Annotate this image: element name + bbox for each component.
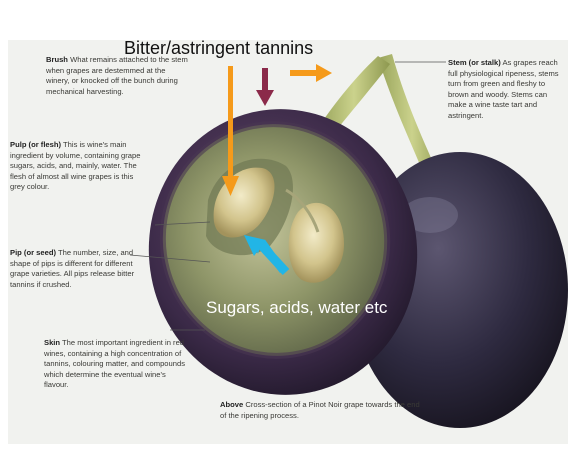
annotation-pip: Pip (or seed) The number, size, and shap… bbox=[10, 248, 135, 290]
annotation-pip-title: Pip (or seed) bbox=[10, 248, 56, 257]
annotation-pulp: Pulp (or flesh) This is wine's main ingr… bbox=[10, 140, 150, 193]
annotation-stem: Stem (or stalk) As grapes reach full phy… bbox=[448, 58, 566, 122]
annotation-skin-title: Skin bbox=[44, 338, 61, 347]
annotation-brush-text: What remains attached to the stem when g… bbox=[46, 55, 188, 96]
annotation-brush: Brush What remains attached to the stem … bbox=[46, 55, 188, 97]
annotation-skin-text: The most important ingredient in red win… bbox=[44, 338, 185, 390]
annotation-stem-text: As grapes reach full physiological ripen… bbox=[448, 58, 559, 120]
sugars-label: Sugars, acids, water etc bbox=[206, 298, 388, 317]
leader-pip bbox=[129, 254, 211, 263]
stem-front bbox=[318, 56, 390, 138]
annotation-above-text: Cross-section of a Pinot Noir grape towa… bbox=[220, 400, 420, 420]
annotation-pulp-title: Pulp (or flesh) bbox=[10, 140, 62, 149]
annotation-pulp-text: This is wine's main ingredient by volume… bbox=[10, 140, 141, 192]
tannins-label: Bitter/astringent tannins bbox=[124, 38, 314, 58]
right-arrow-orange-icon bbox=[290, 64, 332, 82]
up-left-arrow-cyan-icon bbox=[244, 235, 290, 276]
pip-right bbox=[288, 202, 344, 283]
annotation-skin: Skin The most important ingredient in re… bbox=[44, 338, 192, 391]
annotation-brush-title: Brush bbox=[46, 55, 68, 64]
down-arrow-orange-icon bbox=[222, 66, 239, 196]
annotation-above-title: Above bbox=[220, 400, 244, 409]
leader-pulp bbox=[154, 221, 211, 226]
down-arrow-maroon-icon bbox=[256, 68, 274, 106]
annotation-above: Above Cross-section of a Pinot Noir grap… bbox=[220, 400, 420, 421]
annotation-pip-text: The number, size, and shape of pips is d… bbox=[10, 248, 135, 289]
annotation-stem-title: Stem (or stalk) bbox=[448, 58, 501, 67]
